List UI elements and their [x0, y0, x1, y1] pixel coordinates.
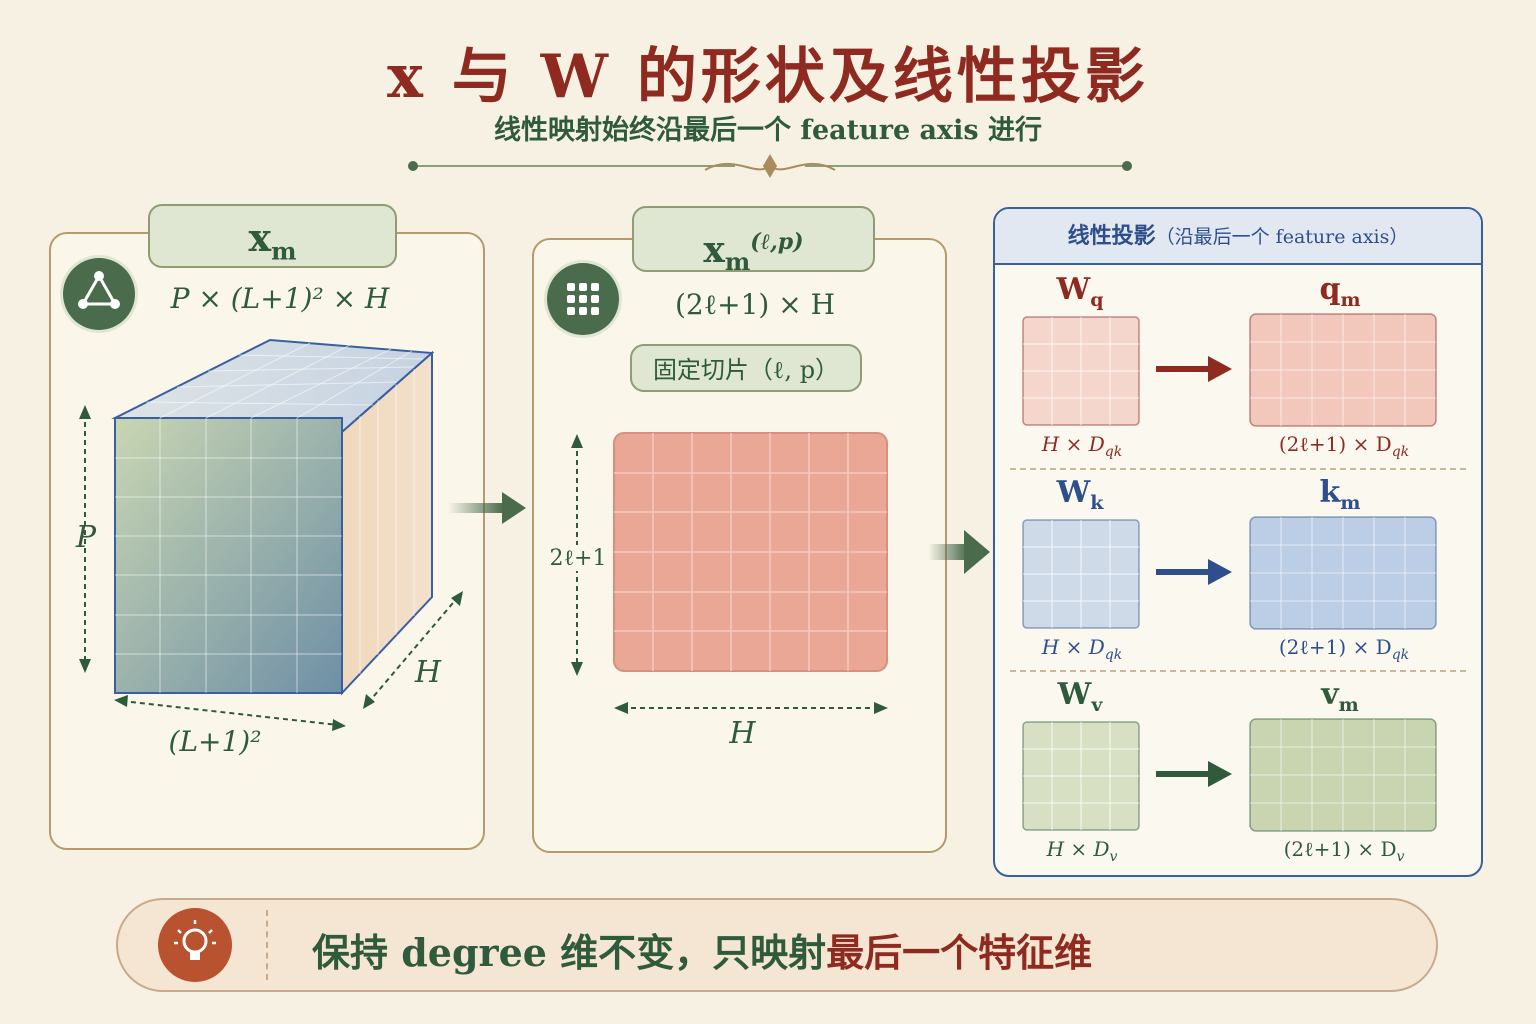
page-title: x 与 W 的形状及线性投影: [387, 42, 1149, 112]
arrow-right-icon: [1156, 761, 1232, 787]
projection-header-note: （沿最后一个 feature axis）: [1155, 226, 1409, 248]
axis-p-label: P: [75, 520, 97, 555]
divider: [266, 910, 268, 980]
middle-shape-formula: (2ℓ+1) × H: [674, 288, 836, 321]
tag-sup: (ℓ,p): [750, 229, 804, 255]
output-label: km: [1319, 475, 1361, 514]
left-shape-formula: P × (L+1)² × H: [170, 282, 390, 315]
arrow-right-icon: [1156, 356, 1232, 382]
ornament-divider: [408, 154, 1132, 178]
weight-matrix: [1022, 721, 1140, 831]
output-matrix: [1249, 718, 1437, 832]
fixed-slice-label: 固定切片（ℓ, p）: [630, 344, 862, 392]
weight-dim: H × Dv: [1046, 837, 1118, 865]
weight-dim: H × Dqk: [1041, 635, 1123, 663]
summary-text-highlight: 最后一个特征维: [826, 930, 1093, 975]
output-label: vm: [1321, 677, 1359, 716]
projection-header: 线性投影（沿最后一个 feature axis）: [995, 209, 1481, 265]
tag-sub: m: [724, 247, 751, 277]
page-subtitle: 线性映射始终沿最后一个 feature axis 进行: [493, 115, 1043, 146]
arrow-right-icon: [448, 492, 526, 524]
cols-axis-label: H: [729, 716, 756, 751]
weight-matrix: [1022, 519, 1140, 629]
axis-l-label: (L+1)²: [168, 725, 262, 758]
output-dim: (2ℓ+1) × Dqk: [1278, 635, 1410, 663]
tag-sub: m: [271, 236, 297, 266]
tag-base: x: [248, 215, 272, 260]
weight-label: Wk: [1056, 475, 1104, 514]
arrow-right-icon: [1156, 559, 1232, 585]
weight-label: Wq: [1056, 272, 1104, 311]
output-matrix: [1249, 516, 1437, 630]
triangle-nodes-icon: [63, 258, 135, 330]
summary-text: 保持 degree 维不变，只映射最后一个特征维: [312, 922, 1092, 977]
x-m-tag: xm: [148, 204, 397, 268]
rows-axis-label: 2ℓ+1: [543, 545, 613, 571]
slice-tag: xm(ℓ,p): [632, 206, 875, 276]
tensor-cube: [79, 338, 463, 731]
slice-matrix: [571, 432, 888, 714]
grid-dots-icon: [547, 263, 619, 335]
summary-bar: [116, 898, 1438, 992]
arrow-right-icon: [928, 530, 990, 574]
output-dim: (2ℓ+1) × Dv: [1283, 837, 1405, 865]
output-dim: (2ℓ+1) × Dqk: [1278, 432, 1410, 460]
weight-label: Wv: [1057, 677, 1103, 716]
summary-text-a: 保持 degree 维不变，只映射: [312, 930, 827, 975]
axis-h-label: H: [414, 655, 442, 690]
divider: [1010, 670, 1466, 672]
projection-header-main: 线性投影: [1067, 223, 1156, 249]
divider: [1010, 468, 1466, 470]
output-label: qm: [1319, 272, 1361, 311]
tag-base: x: [703, 229, 725, 271]
lightbulb-icon: [158, 908, 232, 982]
weight-matrix: [1022, 316, 1140, 426]
output-matrix: [1249, 313, 1437, 427]
weight-dim: H × Dqk: [1041, 432, 1123, 460]
